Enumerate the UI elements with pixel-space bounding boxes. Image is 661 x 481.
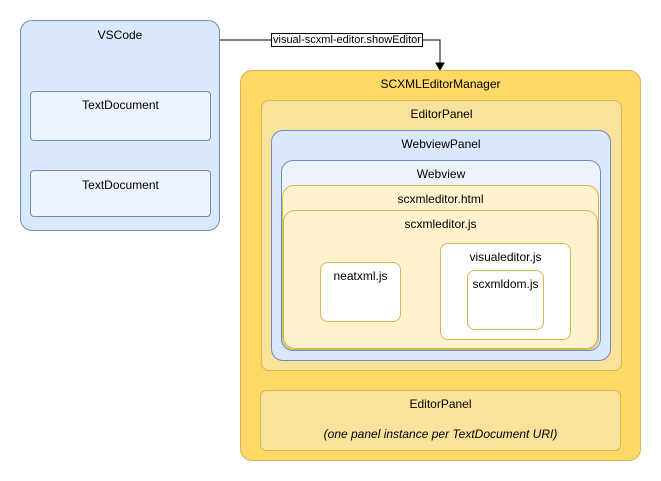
neatxml-js-label: neatxml.js [333, 269, 388, 283]
editor-panel-note: (one panel instance per TextDocument URI… [323, 427, 558, 441]
scxmleditor-html-title: scxmleditor.html [397, 192, 484, 206]
text-document-box[interactable]: TextDocument [30, 91, 211, 141]
editor-panel-second-title: EditorPanel [409, 397, 472, 411]
scxmleditor-js-title: scxmleditor.js [404, 217, 477, 231]
webview-title: Webview [416, 167, 466, 181]
text-document-box[interactable]: TextDocument [30, 170, 211, 217]
text-document-label: TextDocument [82, 178, 159, 192]
webview-panel-title: WebviewPanel [401, 137, 481, 151]
neatxml-js-box[interactable]: neatxml.js [320, 262, 401, 322]
scxmldom-js-box[interactable]: scxmldom.js [467, 270, 544, 330]
scxml-editor-manager-title: SCXMLEditorManager [380, 77, 501, 91]
vscode-title: VSCode [97, 28, 143, 42]
visualeditor-js-title: visualeditor.js [469, 250, 542, 264]
command-label: visual-scxml-editor.showEditor [271, 33, 423, 47]
editor-panel-title: EditorPanel [410, 107, 473, 121]
editor-panel-container-second[interactable]: EditorPanel (one panel instance per Text… [260, 390, 621, 451]
scxmldom-js-label: scxmldom.js [472, 277, 539, 291]
text-document-label: TextDocument [82, 98, 159, 112]
